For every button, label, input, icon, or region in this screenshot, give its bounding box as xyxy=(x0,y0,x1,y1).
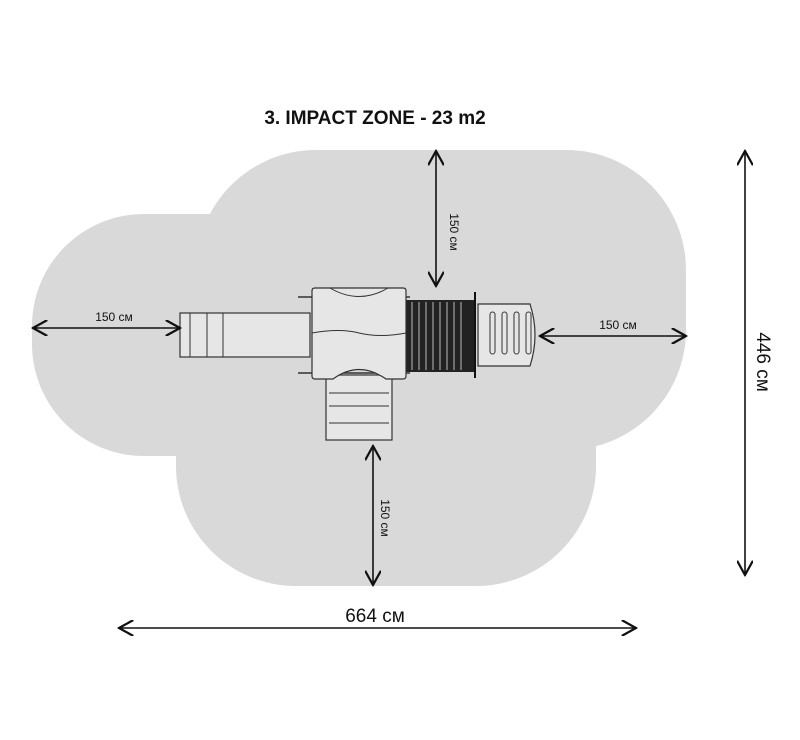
top-dimension-label: 150 см xyxy=(447,213,461,251)
ladder xyxy=(477,303,536,367)
playground-equipment xyxy=(179,287,536,441)
right-dimension-label: 150 см xyxy=(599,318,637,332)
climbing-net xyxy=(405,292,476,378)
steps xyxy=(325,374,393,441)
diagram-title: 3. IMPACT ZONE - 23 m2 xyxy=(264,108,485,129)
height-dimension-label: 446 см xyxy=(752,332,773,392)
platform xyxy=(298,287,410,380)
slide xyxy=(179,312,311,358)
bottom-dimension-label: 150 см xyxy=(378,499,392,537)
left-dimension-label: 150 см xyxy=(95,310,133,324)
width-dimension-label: 664 см xyxy=(345,606,405,627)
